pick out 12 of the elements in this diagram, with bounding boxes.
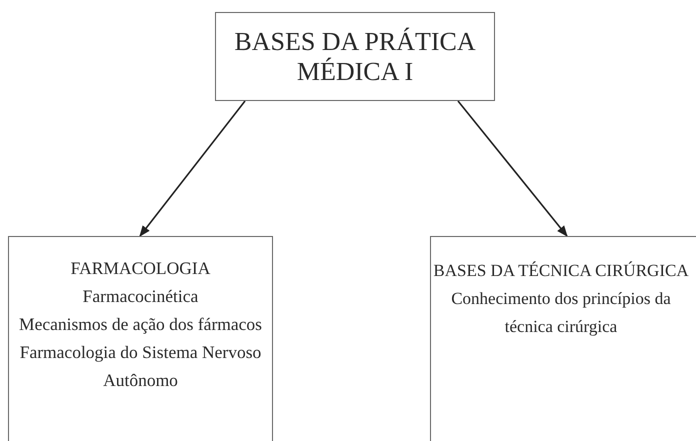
box-heading: FARMACOLOGIA	[70, 257, 210, 280]
title-box	[215, 12, 495, 101]
arrow	[139, 100, 246, 237]
topic-box	[430, 236, 696, 441]
box-text: Mecanismos de ação dos fármacos	[19, 313, 262, 336]
box-text: Conhecimento dos princípios da técnica cirúrgica	[450, 288, 672, 338]
box-heading: BASES DA TÉCNICA CIRÚRGICA	[433, 260, 689, 282]
arrow	[457, 100, 568, 237]
box-text: Farmacologia do Sistema Nervoso Autônomo	[18, 341, 262, 392]
box-text: Farmacocinética	[82, 285, 198, 308]
topic-box	[8, 236, 273, 441]
box-heading: BASES DA PRÁTICA MÉDICA I	[233, 27, 477, 87]
